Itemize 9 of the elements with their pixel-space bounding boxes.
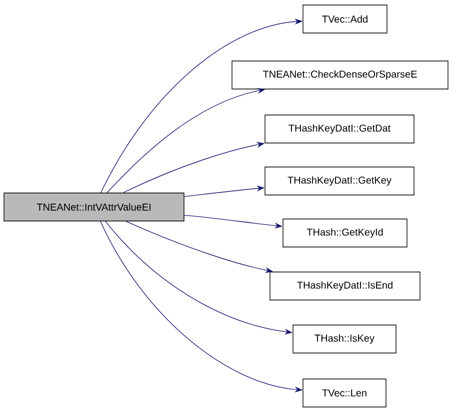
function-box: TNEANet::IntVAttrValueEI (4, 192, 184, 222)
function-box: THash::IsKey (292, 324, 396, 354)
function-box: TVec::Add (302, 4, 388, 34)
function-box: TVec::Len (302, 378, 386, 408)
function-box: THashKeyDatI::GetKey (264, 166, 414, 196)
function-box: THash::GetKeyId (282, 218, 408, 248)
function-box: THashKeyDatI::IsEnd (270, 272, 420, 300)
function-box: THashKeyDatI::GetDat (264, 114, 414, 144)
function-box: TNEANet::CheckDenseOrSparseE (232, 60, 448, 90)
